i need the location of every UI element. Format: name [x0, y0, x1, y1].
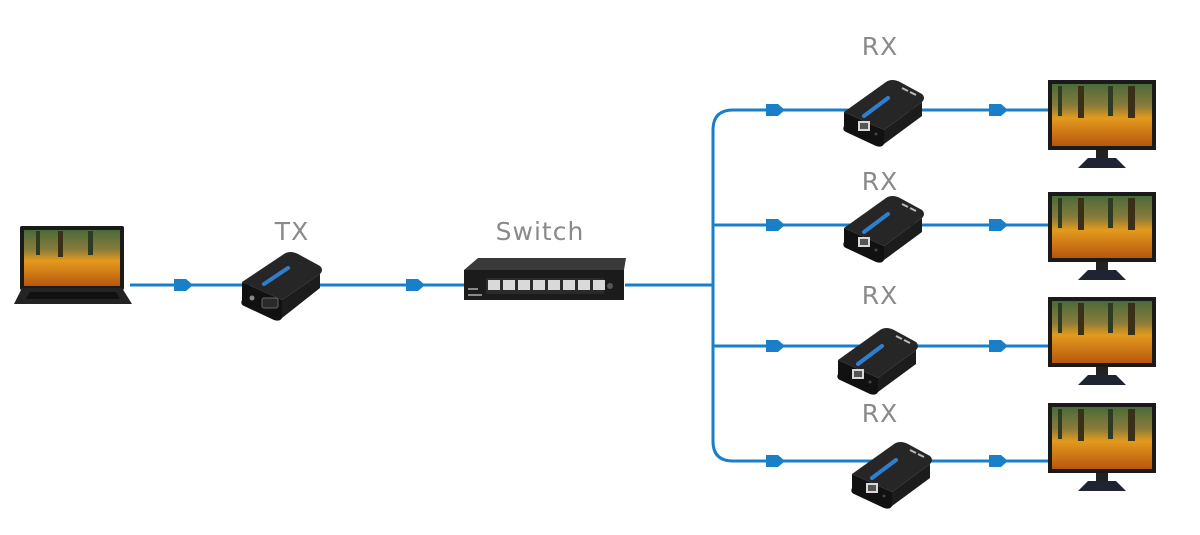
branch-line-1 — [711, 108, 1050, 131]
rx-extender-icon — [849, 440, 934, 511]
arrow-icon — [989, 104, 1008, 116]
rx-label-4: RX — [862, 399, 899, 428]
monitor-icon — [1048, 80, 1156, 168]
arrow-icon — [766, 219, 785, 231]
arrow-icon — [766, 104, 785, 116]
tx-label: TX — [274, 217, 309, 246]
rx-extender-icon — [841, 194, 926, 265]
arrow-icon — [989, 455, 1008, 467]
arrow-icon — [174, 279, 193, 291]
switch-label: Switch — [496, 217, 585, 246]
rx-label-3: RX — [862, 281, 899, 310]
tx-extender-icon — [241, 252, 322, 321]
rx-extender-icon — [841, 78, 926, 149]
rx-extender-icon — [835, 326, 920, 397]
arrow-icon — [766, 455, 785, 467]
rx-label-1: RX — [862, 32, 899, 61]
arrow-icon — [406, 279, 425, 291]
monitor-icon — [1048, 403, 1156, 491]
laptop-icon — [14, 226, 132, 304]
rx-label-2: RX — [862, 167, 899, 196]
arrow-icon — [766, 340, 785, 352]
network-switch-icon — [464, 258, 626, 300]
branch-line-4 — [711, 440, 1050, 463]
monitor-icon — [1048, 297, 1156, 385]
monitor-icon — [1048, 192, 1156, 280]
arrow-icon — [989, 219, 1008, 231]
arrow-icon — [989, 340, 1008, 352]
